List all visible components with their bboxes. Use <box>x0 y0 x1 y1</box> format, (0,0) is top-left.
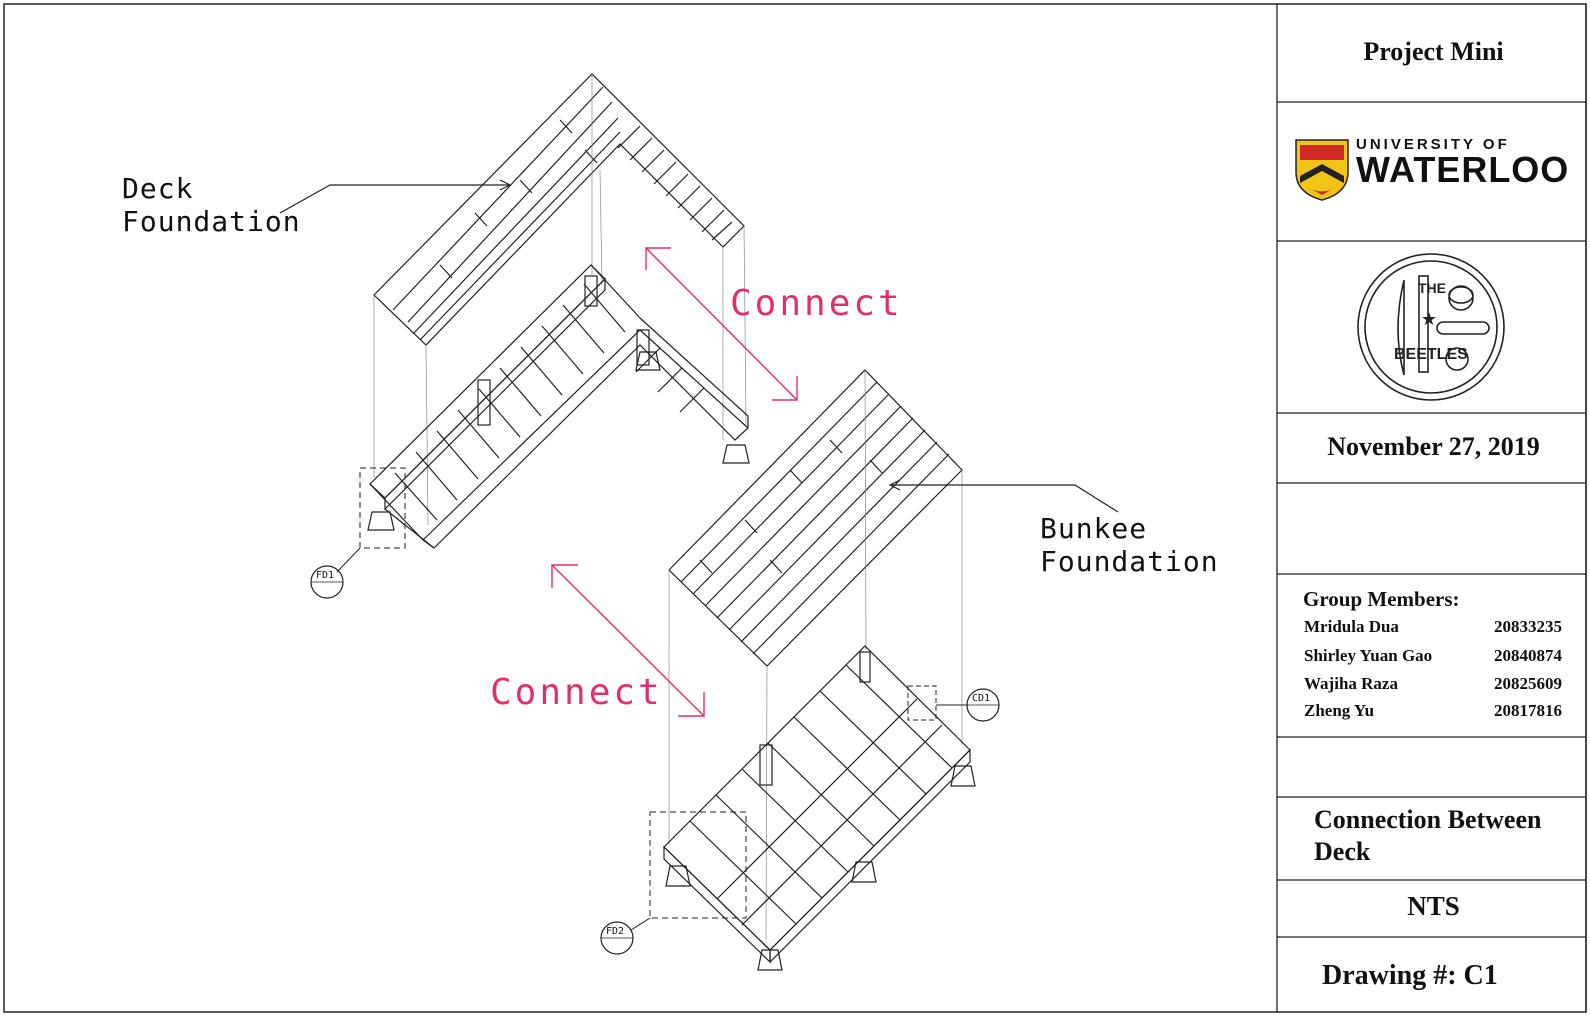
bunkee-leader-line <box>890 484 1119 513</box>
bunkee-foundation-label: Bunkee Foundation <box>1040 512 1219 578</box>
deck-leader-line <box>279 184 510 214</box>
cd1-detail-box <box>907 685 937 721</box>
fd2-tag: FD2 <box>606 926 625 937</box>
sheet-title: Connection Between Deck <box>1314 805 1542 866</box>
group-members-heading: Group Members: <box>1303 587 1460 611</box>
beetles-logo-line2: BEETLES <box>1394 346 1468 363</box>
connect-label-1: Connect <box>730 283 903 324</box>
waterloo-crest-icon <box>1295 139 1349 201</box>
drawing-date: November 27, 2019 <box>1327 432 1540 461</box>
beetles-logo-line1: THE <box>1418 280 1446 296</box>
drawing-number: Drawing #: C1 <box>1322 960 1498 991</box>
bunkee-framing <box>663 645 976 971</box>
cd1-tag: CD1 <box>972 693 991 704</box>
deck-framing <box>367 264 750 549</box>
scale-label: NTS <box>1407 891 1460 921</box>
connect-arrow-1 <box>645 247 798 401</box>
bunkee-top-decking <box>668 369 963 667</box>
star-icon: ★ <box>1421 309 1437 330</box>
beetles-logo-icon <box>1357 253 1505 401</box>
fd1-tag: FD1 <box>316 570 335 581</box>
deck-foundation-label: Deck Foundation <box>122 172 301 238</box>
connect-arrow-2 <box>551 564 705 717</box>
connect-label-2: Connect <box>490 672 663 713</box>
title-block-grid <box>1276 4 1587 1012</box>
waterloo-logo: UNIVERSITY OF WATERLOO <box>1356 136 1570 190</box>
deck-top-decking <box>373 73 745 346</box>
fd1-detail-box <box>359 467 406 549</box>
project-title: Project Mini <box>1363 37 1504 66</box>
fd2-detail-box <box>649 811 747 919</box>
